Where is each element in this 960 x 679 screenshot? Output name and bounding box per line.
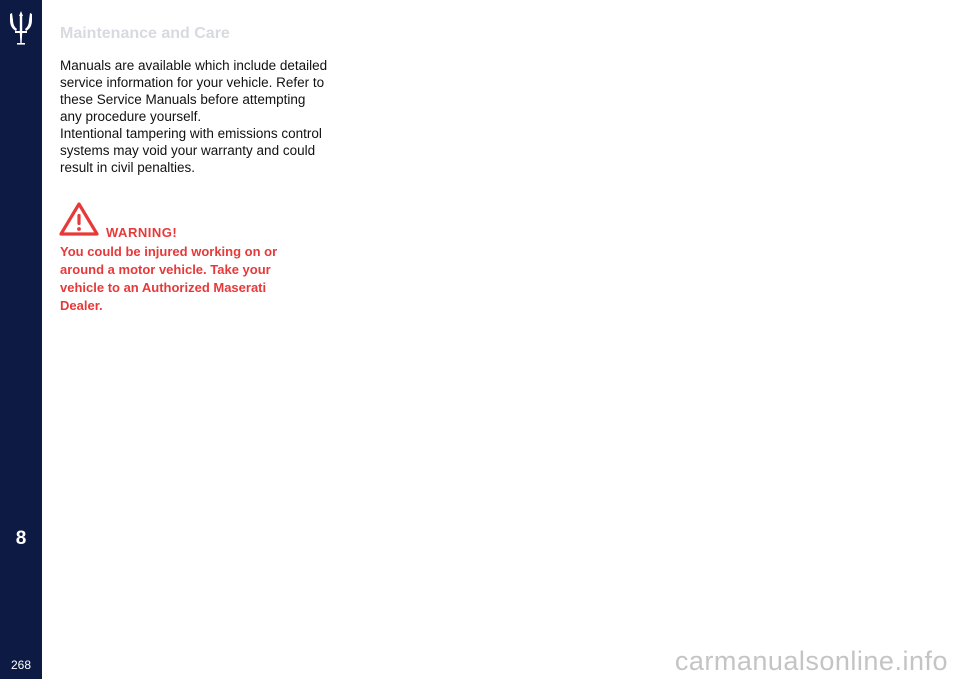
warning-triangle-icon xyxy=(59,202,99,236)
warning-heading: WARNING! xyxy=(106,225,178,240)
body-text: Manuals are available which include deta… xyxy=(60,57,330,176)
chapter-sidebar: 8 268 xyxy=(0,0,42,679)
page-number: 268 xyxy=(10,658,32,672)
warning-text: You could be injured working on or aroun… xyxy=(60,244,278,313)
watermark: carmanualsonline.info xyxy=(674,646,948,676)
chapter-number: 8 xyxy=(15,528,27,549)
section-title: Maintenance and Care xyxy=(60,25,230,42)
trident-icon xyxy=(10,11,32,45)
paragraph: Intentional tampering with emissions con… xyxy=(60,126,322,175)
paragraph: Manuals are available which include deta… xyxy=(60,58,328,124)
